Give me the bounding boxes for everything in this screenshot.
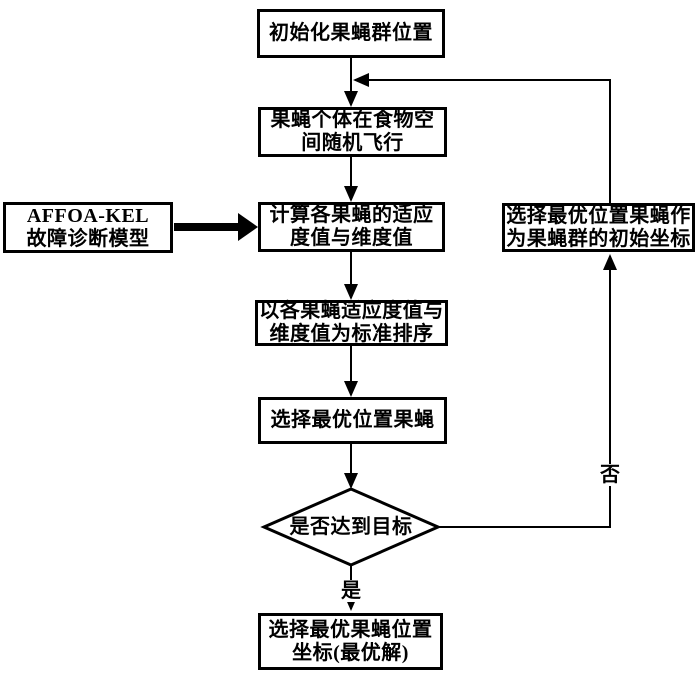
node-model-label-line1: AFFOA-KEL [26,204,150,227]
node-fly-label-line2: 间随机飞行 [301,132,404,154]
node-calc-label-line2: 度值与维度值 [290,227,413,249]
node-final: 选择最优果蝇位置 坐标(最优解) [258,613,443,670]
node-sort: 以各果蝇适应度值与 维度值为标准排序 [255,300,448,346]
node-final-label-line2: 坐标(最优解) [292,641,409,664]
node-fly-label-line1: 果蝇个体在食物空 [270,109,435,131]
edge-label-yes: 是 [340,580,362,602]
node-model-label-line2: 故障诊断模型 [26,227,150,250]
node-select: 选择最优位置果蝇 [258,397,447,444]
edge-reinit-to-loop [353,73,611,203]
node-model: AFFOA-KEL 故障诊断模型 [3,202,173,253]
edge-label-no: 否 [599,464,621,486]
node-calc-label-line1: 计算各果蝇的适应 [269,204,434,226]
node-select-label: 选择最优位置果蝇 [270,409,435,431]
edge-model-to-calc-arrowhead [238,213,258,241]
edge-decision-to-reinit [438,254,617,528]
node-decision-label: 是否达到目标 [289,516,413,538]
node-init: 初始化果蝇群位置 [257,9,445,58]
decision-diamond-shape [260,487,442,567]
node-sort-label-line1: 以各果蝇适应度值与 [259,300,444,322]
node-reinit-label-line1: 选择最优位置果蝇作 [506,204,691,227]
node-fly: 果蝇个体在食物空 间随机飞行 [258,107,447,157]
node-final-label-line1: 选择最优果蝇位置 [268,618,433,641]
node-calc: 计算各果蝇的适应 度值与维度值 [258,202,445,252]
node-reinit-label-line2: 为果蝇群的初始坐标 [506,227,691,250]
node-init-label: 初始化果蝇群位置 [269,22,433,44]
node-reinit: 选择最优位置果蝇作 为果蝇群的初始坐标 [502,203,695,252]
node-sort-label-line2: 维度值为标准排序 [269,323,434,345]
